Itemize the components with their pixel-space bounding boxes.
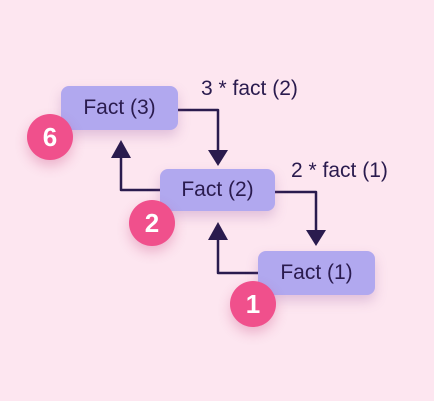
arrowhead-up-fact3 — [111, 140, 131, 158]
call-label-fact-2: 2 * fact (1) — [291, 159, 388, 182]
return-arrow-fact2-to-fact3 — [119, 156, 160, 192]
arrowhead-up-fact2 — [208, 222, 228, 240]
node-fact-2-label: Fact (2) — [181, 178, 254, 201]
call-label-fact-3: 3 * fact (2) — [201, 77, 298, 100]
result-badge-fact-1: 1 — [230, 281, 276, 327]
node-fact-1-label: Fact (1) — [280, 261, 353, 284]
call-arrow-fact2-to-fact1 — [275, 190, 318, 232]
result-badge-fact-3: 6 — [27, 114, 73, 160]
node-fact-1: Fact (1) — [258, 251, 375, 295]
arrowhead-down-fact1 — [306, 230, 326, 246]
return-arrow-fact1-to-fact2 — [216, 238, 258, 275]
node-fact-3-label: Fact (3) — [83, 96, 156, 119]
result-badge-fact-2: 2 — [129, 200, 175, 246]
node-fact-2: Fact (2) — [160, 169, 275, 211]
arrowhead-down-fact2 — [208, 150, 228, 166]
node-fact-3: Fact (3) — [61, 86, 178, 130]
call-arrow-fact3-to-fact2 — [178, 108, 220, 152]
